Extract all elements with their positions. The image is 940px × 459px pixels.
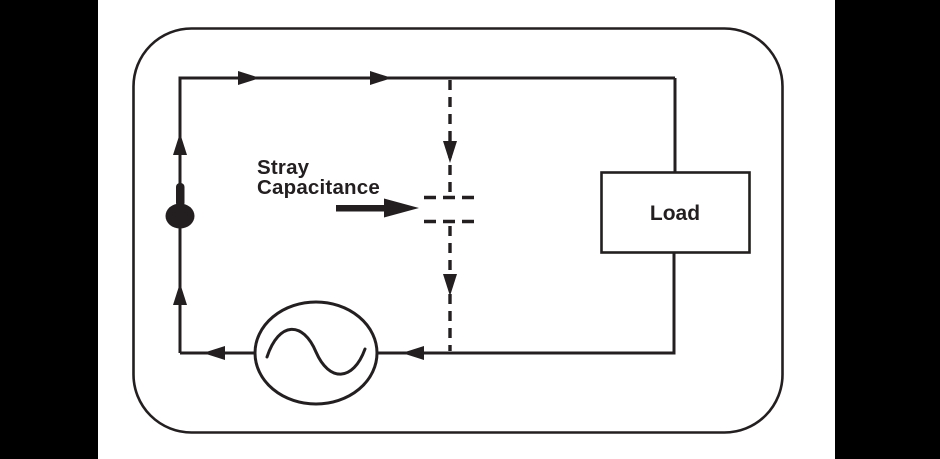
junction-pin-stem (176, 183, 185, 207)
current-arrow-top-right-2-icon (370, 71, 392, 85)
current-arrow-bottom-left-1-icon (203, 346, 225, 360)
rounded-border (132, 27, 784, 434)
current-arrow-bottom-left-2-icon (402, 346, 424, 360)
stray-current-arrow-down-2-icon (443, 274, 457, 296)
current-arrow-left-up-1-icon (173, 133, 187, 155)
sine-wave-icon (265, 327, 367, 376)
stray-label-line2: Capacitance (257, 176, 380, 199)
junction-pin-ball (165, 203, 195, 229)
current-arrow-top-right-1-icon (238, 71, 260, 85)
dashed-capacitor-icon (424, 195, 475, 224)
current-direction-arrowheads (173, 71, 424, 360)
pointer-arrow-shaft (336, 205, 388, 212)
ac-source-circle (253, 300, 379, 406)
load-box (600, 171, 751, 254)
stray-capacitance-label: Stray Capacitance (257, 156, 419, 218)
stray-capacitance-branch (424, 80, 475, 351)
stray-capacitance-pointer-arrow (336, 198, 419, 218)
load-component: Load (600, 171, 751, 254)
left-letterbox-bar (0, 0, 98, 459)
current-arrow-left-up-2-icon (173, 283, 187, 305)
right-letterbox-bar (835, 0, 940, 459)
stray-current-arrow-down-1-icon (443, 141, 457, 163)
stray-label-line1: Stray (257, 156, 310, 179)
load-label: Load (650, 202, 700, 225)
ac-sine-source-icon (253, 300, 379, 406)
junction-pin-dot (165, 183, 195, 229)
pointer-arrow-head (384, 198, 419, 218)
